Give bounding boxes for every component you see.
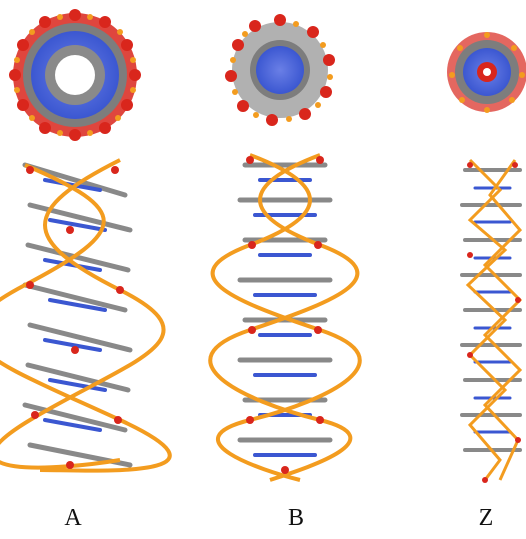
panel-label-b: B [276, 505, 316, 531]
panel-label-a: A [53, 505, 93, 531]
panel-label-z: Z [466, 505, 506, 531]
z-dna-top-view [447, 32, 526, 113]
a-dna-top-view [9, 9, 141, 141]
a-dna-side-view [0, 160, 170, 471]
z-dna-side-view [462, 160, 521, 483]
b-dna-side-view [210, 155, 360, 480]
b-dna-top-view [225, 14, 335, 126]
